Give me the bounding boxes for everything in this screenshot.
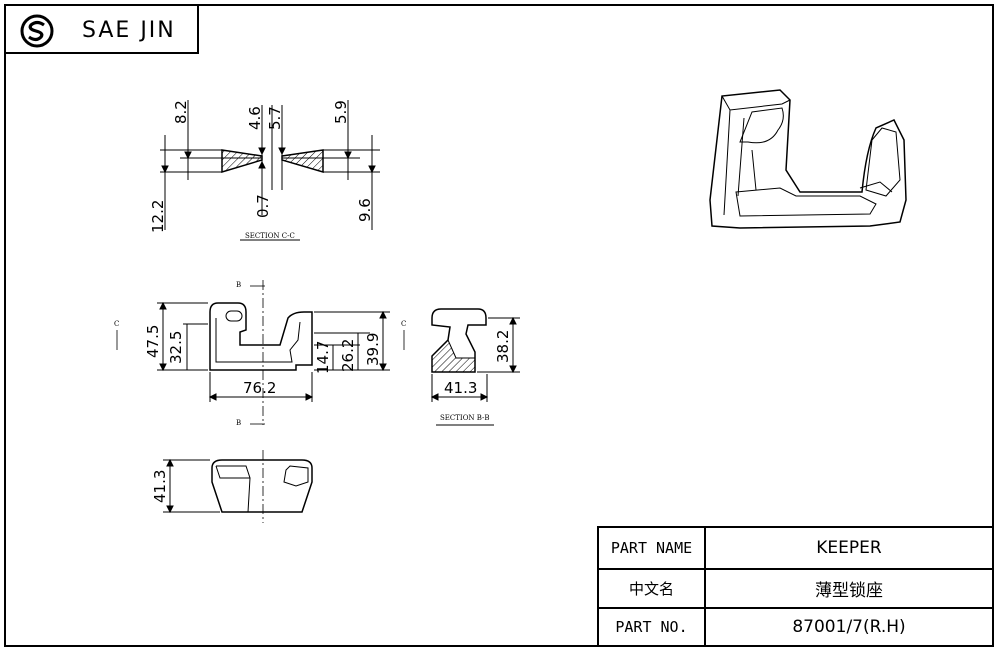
dim-cc-top-right: 5.9 <box>332 100 350 124</box>
top-view-right-block <box>283 465 309 487</box>
part-name-value: KEEPER <box>816 538 882 558</box>
dim-cc-bottom-mid: 0.7 <box>254 194 272 218</box>
part-name-label: PART NAME <box>599 528 706 568</box>
section-cc-right-profile <box>281 149 324 174</box>
title-row-chinese-name: 中文名 薄型锁座 <box>599 570 992 609</box>
dim-cc-bottom-left: 12.2 <box>149 200 167 233</box>
top-view-outline <box>211 459 313 513</box>
title-row-part-name: PART NAME KEEPER <box>599 528 992 570</box>
dim-front-h3: 39.9 <box>364 333 382 366</box>
part-no-value: 87001/7(R.H) <box>792 617 906 637</box>
chinese-name-label: 中文名 <box>599 570 706 607</box>
section-bb-hatch <box>431 339 476 373</box>
front-view-marker-b-top: B <box>236 281 241 289</box>
section-cc-view <box>160 100 380 241</box>
front-view <box>116 280 390 425</box>
sheet-border <box>4 4 994 647</box>
dim-bb-height: 38.2 <box>494 330 512 363</box>
part-no-label: PART NO. <box>599 609 706 645</box>
section-bb-label: SECTION B-B <box>440 414 490 422</box>
dim-bb-width: 41.3 <box>444 379 477 397</box>
dim-front-width: 76.2 <box>243 379 276 397</box>
ss-logo-icon <box>20 14 54 48</box>
front-view-marker-c: C <box>114 320 119 328</box>
dim-top-width: 41.3 <box>151 470 169 503</box>
dim-cc-top-left: 8.2 <box>172 100 190 124</box>
section-bb-marker-c: C <box>401 320 406 328</box>
brand-box: SAE JIN <box>4 4 199 54</box>
dim-cc-bottom-right: 9.6 <box>356 198 374 222</box>
section-cc-left-profile <box>221 149 263 174</box>
dim-front-h1: 14.7 <box>314 341 332 374</box>
iso-inner-wall <box>737 117 757 197</box>
dim-cc-top-mid-b: 5.7 <box>266 106 284 130</box>
top-view <box>163 450 313 523</box>
top-view-left-block <box>215 465 251 513</box>
front-view-marker-b-bottom: B <box>236 419 241 427</box>
brand-name: SAE JIN <box>82 18 176 43</box>
title-row-part-no: PART NO. 87001/7(R.H) <box>599 609 992 645</box>
dim-front-h2: 26.2 <box>339 339 357 372</box>
isometric-view <box>709 89 907 229</box>
iso-right-post <box>859 127 901 197</box>
chinese-name-value: 薄型锁座 <box>815 581 883 601</box>
dim-front-height-inner: 32.5 <box>167 331 185 364</box>
section-bb-view <box>403 308 520 426</box>
front-view-outline <box>209 302 313 371</box>
front-view-inner <box>215 318 301 363</box>
title-block: PART NAME KEEPER 中文名 薄型锁座 PART NO. 87001… <box>597 526 994 647</box>
section-cc-label: SECTION C-C <box>245 232 295 240</box>
iso-left-post <box>721 95 791 216</box>
dim-cc-top-mid-a: 4.6 <box>246 106 264 130</box>
iso-outline <box>709 89 907 229</box>
dim-front-height-total: 47.5 <box>144 325 162 358</box>
iso-base <box>735 187 877 217</box>
